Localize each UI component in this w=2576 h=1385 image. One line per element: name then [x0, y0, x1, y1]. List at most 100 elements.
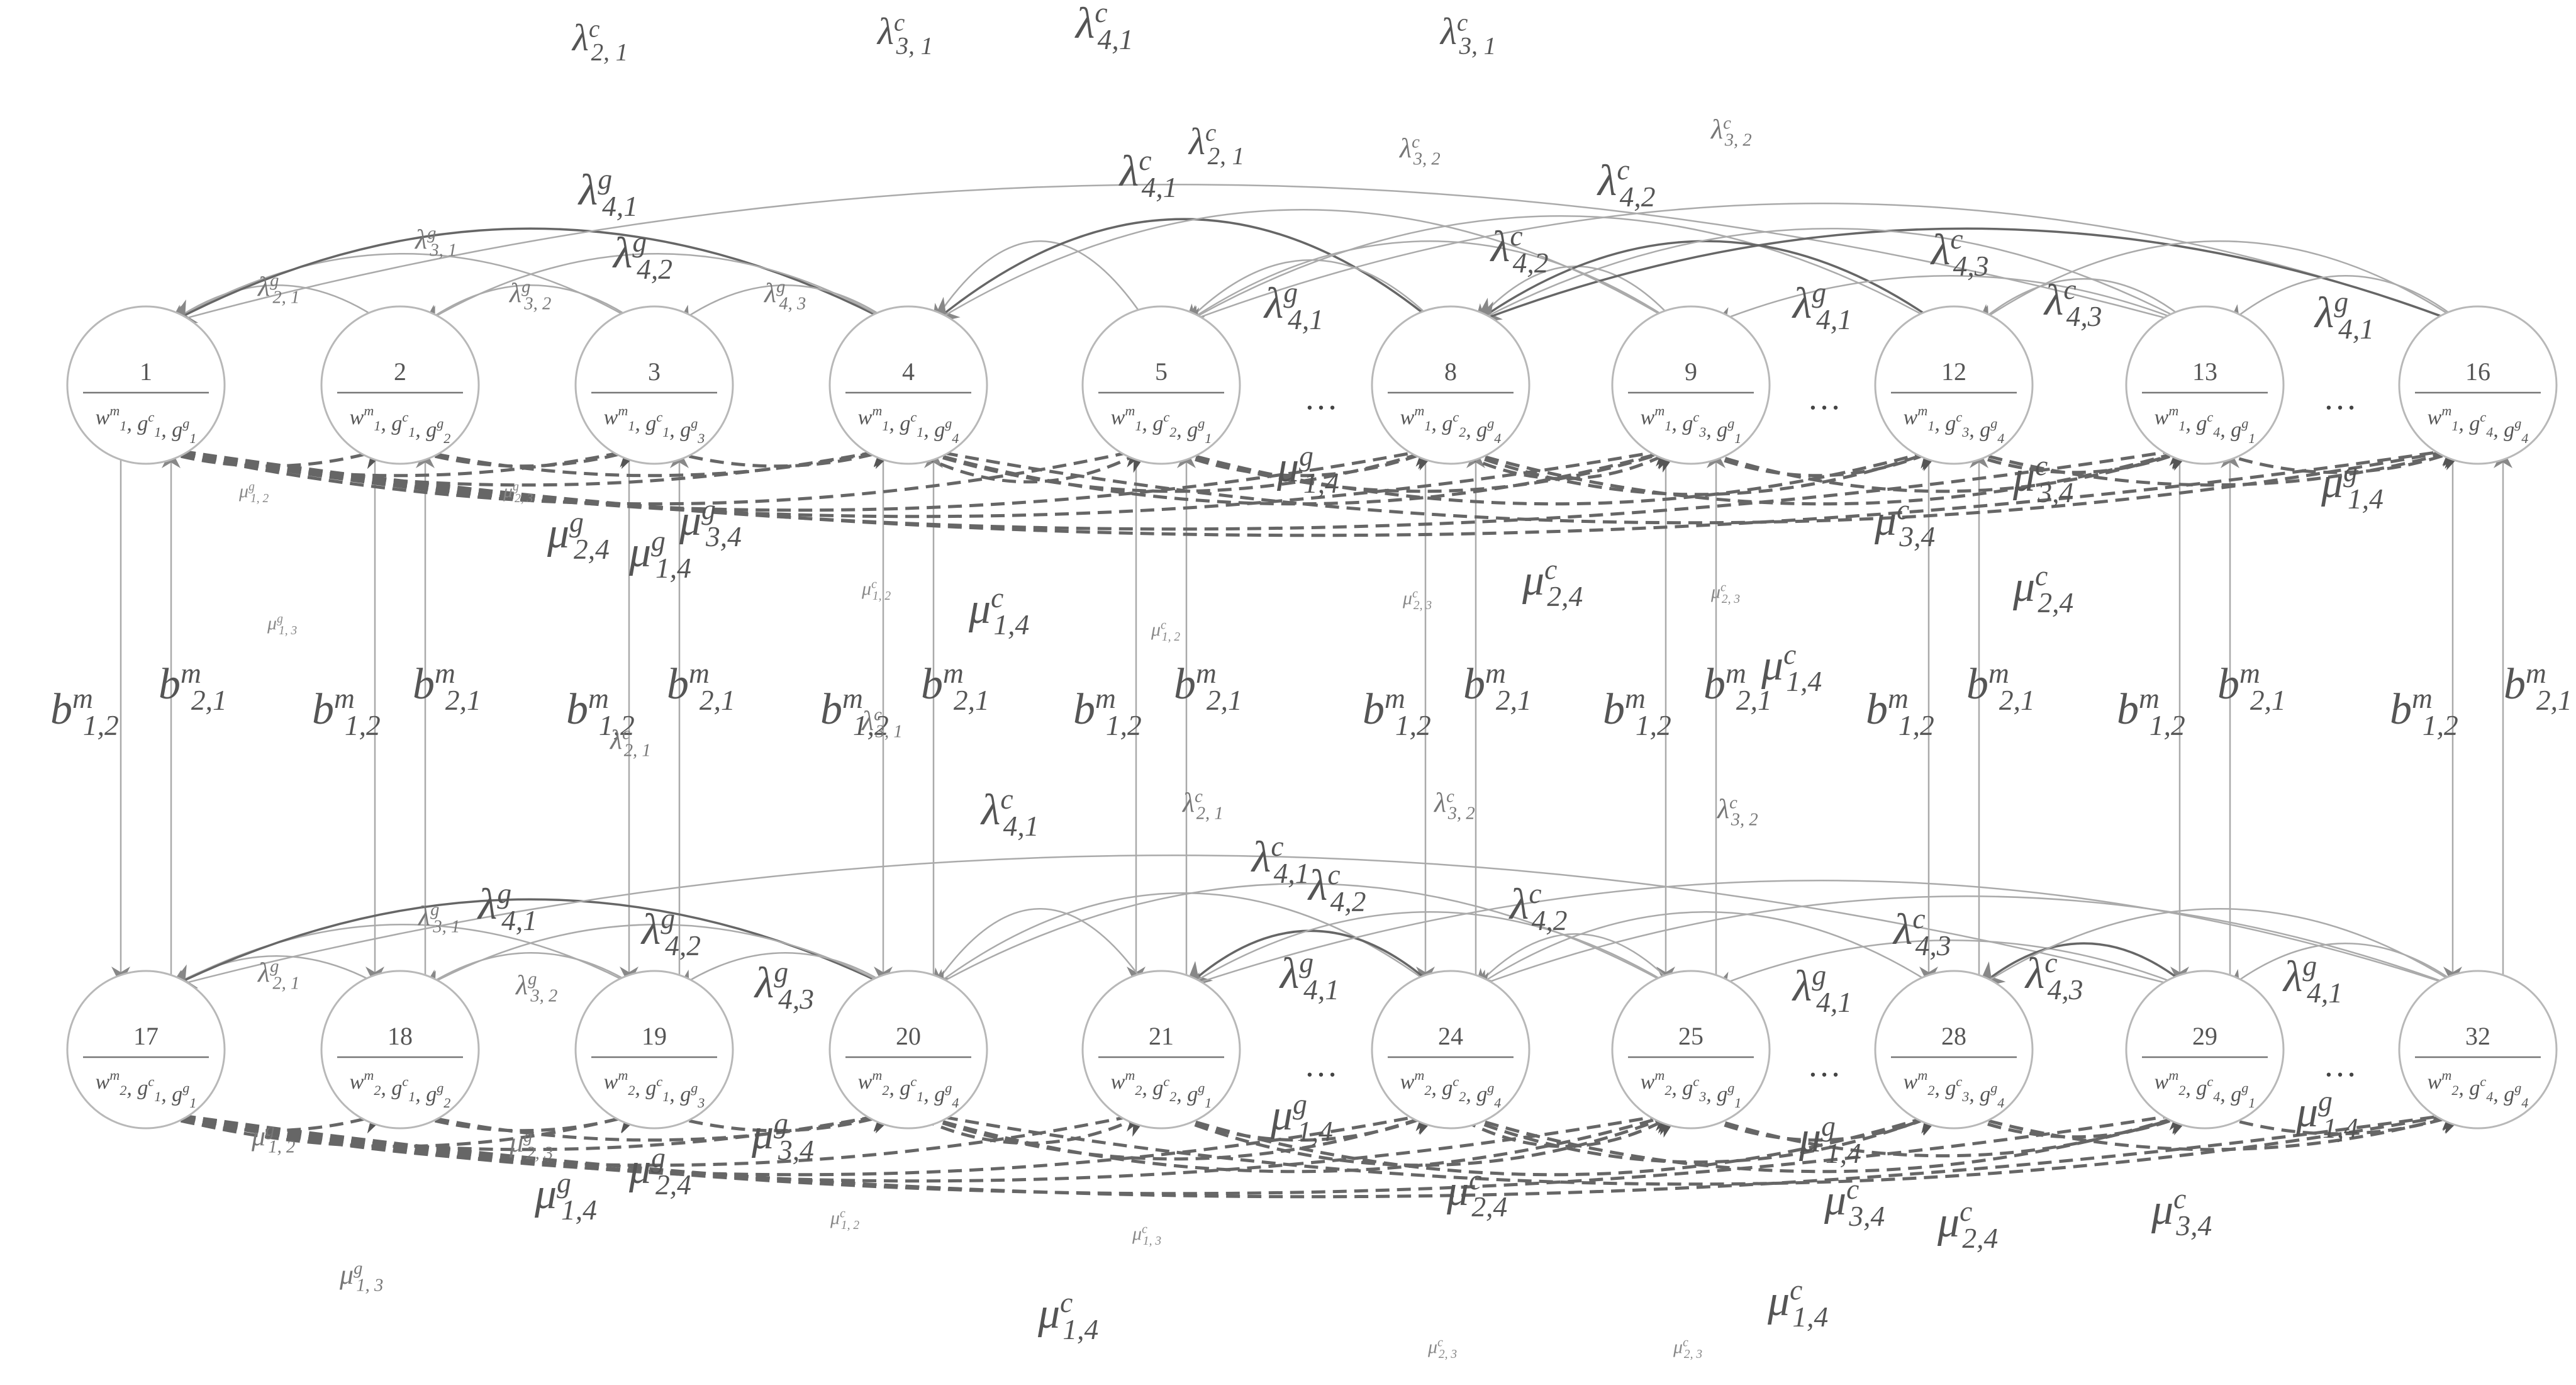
mu-arc-top — [393, 439, 899, 478]
state-circle — [1081, 970, 1241, 1130]
mu-arc-top — [139, 437, 2468, 537]
state-circle — [828, 970, 988, 1130]
mu-arc-bottom — [139, 1103, 1441, 1177]
vertical-transitions — [111, 449, 2512, 985]
state-circle — [1081, 305, 1241, 465]
mu-arc-top — [1154, 442, 1681, 493]
state-components: wm2, gc1, gg4 — [858, 1067, 959, 1111]
state-components: wm1, gc1, gg1 — [96, 403, 197, 446]
mu-arc-bottom — [139, 1102, 2195, 1196]
lambda-arc-top — [2228, 275, 2466, 326]
state-circle — [828, 305, 988, 465]
state-number: 28 — [1941, 1022, 1966, 1050]
mu-arc-bottom — [1684, 1107, 2195, 1158]
state-components: wm1, gc1, gg4 — [858, 403, 959, 446]
lambda-arc-top — [677, 284, 896, 327]
ellipsis: … — [2323, 379, 2357, 417]
lambda-arc-bottom — [1474, 895, 2466, 991]
mu-arc-top — [901, 443, 1151, 484]
lambda-arc-bottom — [1184, 929, 1439, 991]
mu-arc-top — [1154, 441, 1944, 506]
lambda-arc-top — [932, 240, 1150, 326]
lambda-arc-top — [1473, 227, 2466, 327]
state-components: wm2, gc1, gg1 — [96, 1067, 197, 1111]
lambda-arc-bottom — [1185, 880, 2466, 991]
lambda-arc-top — [1714, 275, 2193, 327]
state-number: 25 — [1678, 1022, 1703, 1050]
lambda-arc-top — [1185, 240, 1679, 327]
lambda-arc-top — [1473, 240, 1943, 327]
state-circle — [1371, 305, 1531, 465]
state-components: wm2, gc1, gg2 — [350, 1067, 451, 1111]
lambda-arc-top — [1474, 228, 2193, 327]
state-number: 9 — [1685, 357, 1697, 386]
mu-arc-top — [1946, 443, 2195, 474]
lambda-arc-bottom — [423, 952, 642, 991]
ellipsis: … — [2323, 1046, 2357, 1084]
state-components: wm1, gc3, gg4 — [1904, 403, 2005, 446]
state-components: wm1, gc3, gg1 — [1641, 403, 1742, 446]
state-circle — [574, 970, 734, 1130]
mu-arc-top — [1683, 443, 1944, 478]
state-components: wm1, gc2, gg1 — [1111, 403, 1212, 446]
state-components: wm1, gc4, gg4 — [2428, 403, 2529, 446]
mu-arc-bottom — [901, 1106, 1681, 1174]
top-state-9: 9 wm1, gc3, gg1 — [1611, 305, 1771, 465]
state-number: 3 — [648, 357, 661, 386]
mu-arc-bottom — [1946, 1107, 2195, 1139]
mu-arc-top — [139, 439, 1681, 519]
state-number: 17 — [133, 1022, 159, 1050]
mu-arc-top — [1684, 443, 2195, 493]
state-circle — [2125, 970, 2285, 1130]
